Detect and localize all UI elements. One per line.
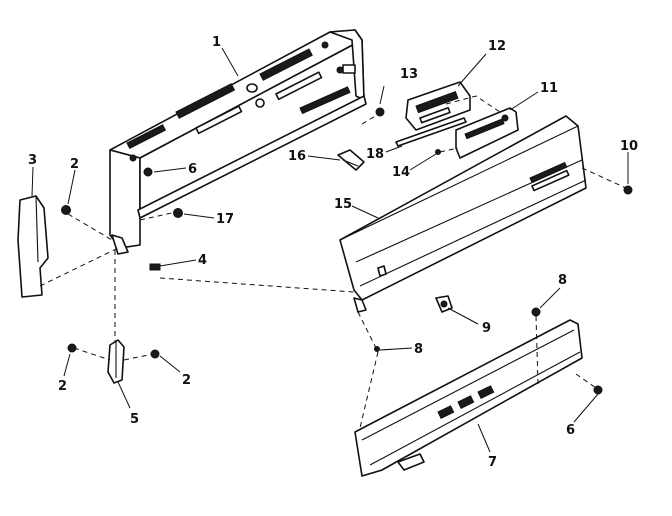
part-6-screw-upper <box>143 167 153 177</box>
part-8-screw-upper <box>531 307 541 317</box>
leader-lines <box>31 47 629 453</box>
assembly-lines <box>39 95 627 429</box>
part-17-grommet <box>173 208 183 218</box>
callout-15: 15 <box>334 197 352 212</box>
callout-8-lower: 8 <box>414 342 423 357</box>
callout-7: 7 <box>488 455 497 470</box>
part-2-screw-left <box>61 205 71 215</box>
callout-2-left: 2 <box>70 157 79 172</box>
part-9-clip <box>435 295 453 313</box>
part-1-rear-panel <box>109 29 367 255</box>
callout-9: 9 <box>482 321 491 336</box>
part-3-side-trim <box>17 195 49 298</box>
callout-labels: 1 2 3 6 17 4 2 2 5 13 12 11 16 18 14 15 … <box>28 35 638 470</box>
part-6-screw-lower <box>593 385 603 395</box>
part-12-switch <box>405 81 471 131</box>
callout-3: 3 <box>28 153 37 168</box>
callout-12: 12 <box>488 39 506 54</box>
callout-4: 4 <box>198 253 207 268</box>
part-13-screw <box>375 107 385 117</box>
part-14-screw <box>435 149 441 155</box>
callout-5: 5 <box>130 412 139 427</box>
fasteners <box>61 107 633 395</box>
callout-16: 16 <box>288 149 306 164</box>
callout-2-lower-left: 2 <box>58 379 67 394</box>
part-7-lower-trim <box>354 319 583 477</box>
part-18-strip <box>395 117 467 147</box>
part-11-switch-bracket <box>455 107 519 159</box>
callout-13: 13 <box>400 67 418 82</box>
callout-18: 18 <box>366 147 384 162</box>
part-4-clip <box>149 263 161 271</box>
part-16-bracket <box>337 149 365 171</box>
callout-2-lower-right: 2 <box>182 373 191 388</box>
part-2-screw-lower-left <box>67 343 77 353</box>
callout-6-upper: 6 <box>188 162 197 177</box>
callout-17: 17 <box>216 212 234 227</box>
callout-11: 11 <box>540 81 558 96</box>
callout-6-lower: 6 <box>566 423 575 438</box>
callout-10: 10 <box>620 139 638 154</box>
part-5-bracket <box>107 339 125 384</box>
callout-14: 14 <box>392 165 410 180</box>
callout-1: 1 <box>212 35 221 50</box>
callout-8-upper: 8 <box>558 273 567 288</box>
part-15-control-panel <box>339 115 587 313</box>
